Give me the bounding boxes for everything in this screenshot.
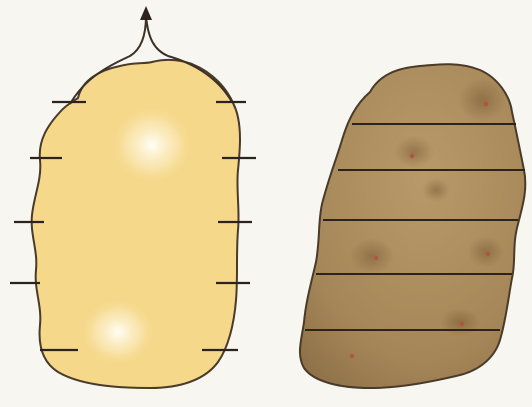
red-dot (374, 256, 378, 260)
surface-spot (350, 238, 394, 274)
highlight-bottom (80, 298, 156, 366)
highlight-top (110, 105, 194, 185)
surface-spot (394, 136, 434, 168)
surface-spot (458, 78, 506, 122)
left-shape (10, 6, 256, 388)
surface-spot (440, 308, 480, 336)
arrow-head-icon (140, 6, 152, 20)
surface-spot (468, 236, 504, 268)
right-shape (300, 64, 525, 388)
red-dot (350, 354, 354, 358)
surface-spot (422, 178, 450, 202)
red-dot (460, 322, 464, 326)
red-dot (410, 154, 414, 158)
red-dot (484, 102, 489, 107)
red-dot (486, 252, 490, 256)
